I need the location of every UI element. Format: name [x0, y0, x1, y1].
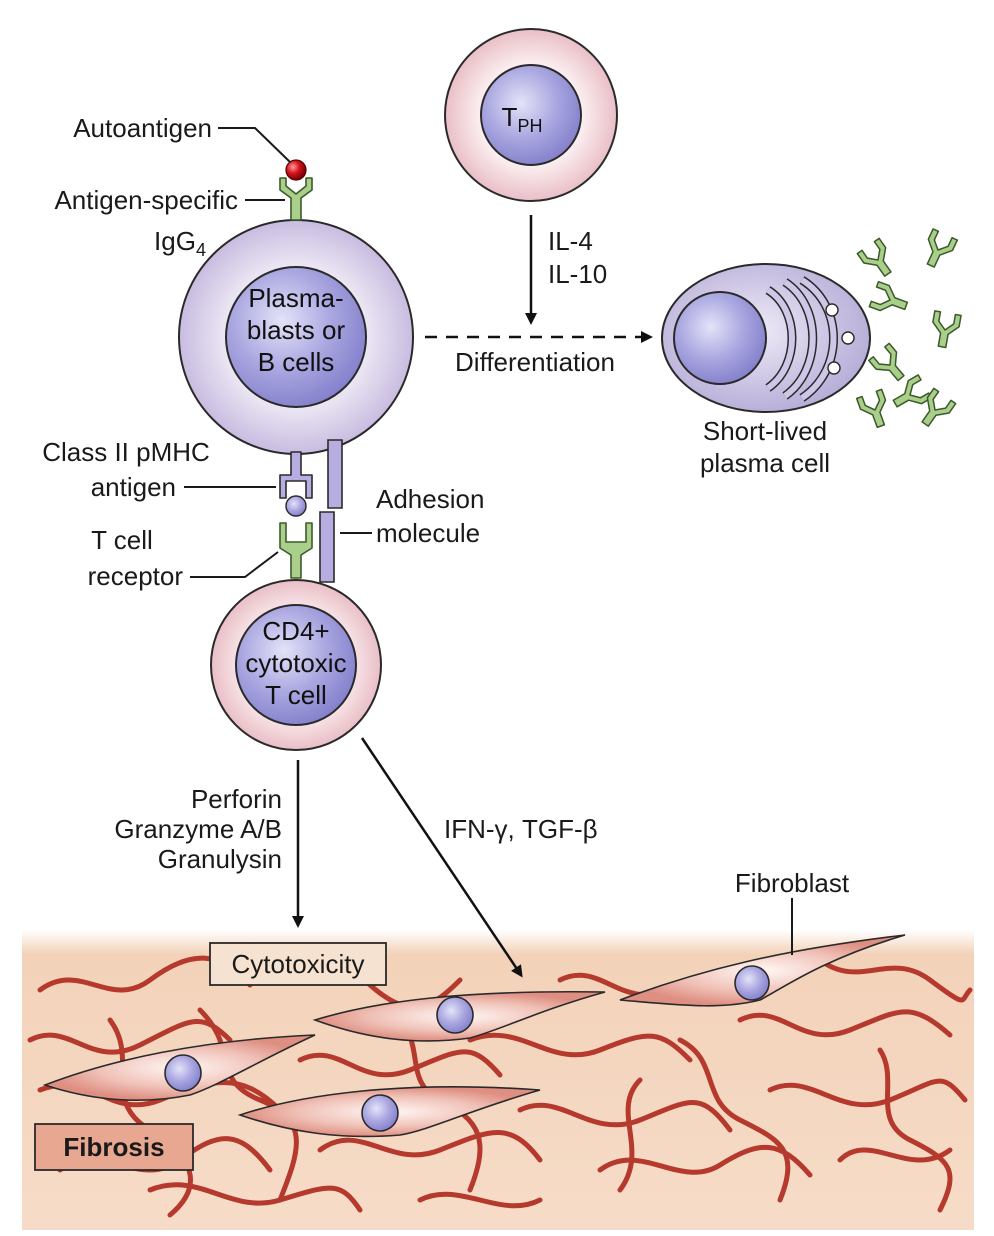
- cd4-line3: T cell: [265, 680, 327, 710]
- cd4-line1: CD4+: [262, 616, 329, 646]
- secreted-antibodies: [855, 228, 962, 433]
- antigen-specific-label: Antigen-specific: [54, 185, 238, 215]
- fibrosis-label: Fibrosis: [63, 1132, 164, 1162]
- fibroblast-cell: [619, 934, 906, 1007]
- antibody-icon: [913, 387, 957, 433]
- tph-cell: TPH: [444, 28, 618, 202]
- fibrosis-label-box: Fibrosis: [34, 1123, 194, 1171]
- adhesion-label-line2: molecule: [376, 518, 480, 548]
- perforin-label: Perforin: [191, 784, 282, 814]
- granulysin-label: Granulysin: [158, 844, 282, 874]
- ifn-tgf-label: IFN-γ, TGF-β: [444, 814, 598, 844]
- adhesion-molecule: [319, 439, 343, 583]
- cd4-line2: cytotoxic: [245, 648, 346, 678]
- plasma-cell-line1: Short-lived: [703, 416, 827, 446]
- antibody-icon: [887, 374, 933, 416]
- mhc-class-ii: [279, 451, 313, 499]
- class-ii-label-line1: Class II pMHC: [42, 437, 210, 467]
- igg4-receptor: [279, 177, 313, 221]
- cd4-cytotoxic-t-cell: CD4+ cytotoxic T cell: [210, 579, 382, 751]
- il4-label: IL-4: [548, 226, 593, 256]
- granzyme-label: Granzyme A/B: [114, 814, 282, 844]
- fibroblast-cell: [312, 990, 606, 1042]
- fibroblast-cell: [42, 1034, 316, 1101]
- t-cell-receptor: [279, 522, 313, 579]
- b-cell: Plasma- blasts or B cells: [178, 219, 414, 455]
- fibrosis-arrow: [360, 737, 523, 978]
- b-cell-line2: blasts or: [247, 315, 346, 345]
- autoantigen-sphere-icon: [285, 159, 307, 181]
- igg4-label: IgG4: [154, 226, 206, 260]
- fibroblast-cell: [237, 1086, 541, 1138]
- antibody-icon: [855, 388, 895, 432]
- antibody-icon: [868, 280, 912, 320]
- antibody-icon: [856, 237, 900, 283]
- plasma-cell: [661, 263, 871, 413]
- plasma-cell-line2: plasma cell: [700, 448, 830, 478]
- antibody-icon: [928, 310, 962, 350]
- antibody-icon: [868, 342, 912, 388]
- tcr-label-line1: T cell: [91, 525, 153, 555]
- fibroblast-label: Fibroblast: [735, 868, 850, 898]
- tcr-label-line2: receptor: [88, 561, 184, 591]
- tissue-region: Cytotoxicity Fibrosis Fibroblast: [22, 868, 974, 1230]
- il10-label: IL-10: [548, 259, 607, 289]
- b-cell-line3: B cells: [258, 347, 335, 377]
- class-ii-label-line2: antigen: [91, 472, 176, 502]
- tph-label: TPH: [502, 102, 543, 136]
- cytotoxicity-label: Cytotoxicity: [232, 949, 365, 979]
- cytotoxicity-label-box: Cytotoxicity: [209, 942, 387, 986]
- differentiation-label: Differentiation: [455, 347, 615, 377]
- autoantigen-label: Autoantigen: [73, 113, 212, 143]
- b-cell-line1: Plasma-: [248, 283, 343, 313]
- antibody-icon: [917, 228, 959, 272]
- adhesion-label-line1: Adhesion: [376, 484, 484, 514]
- peptide-antigen-icon: [285, 495, 307, 517]
